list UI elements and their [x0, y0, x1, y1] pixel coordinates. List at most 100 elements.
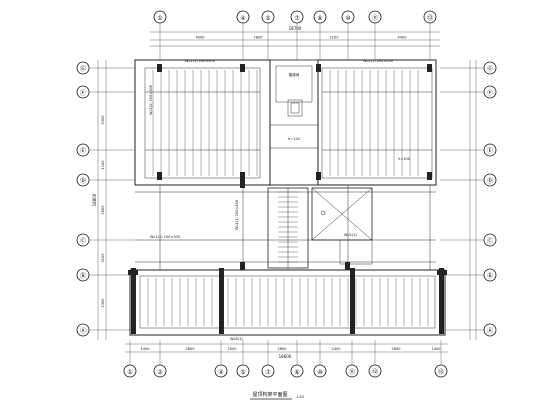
svg-text:④: ④ [240, 15, 245, 22]
axis-bubble-top-11: ⑪ [368, 10, 382, 24]
axis-bubble-bottom-1: ① [123, 364, 137, 378]
svg-text:⑦: ⑦ [294, 15, 300, 22]
svg-text:Ⓓ: Ⓓ [80, 177, 86, 185]
svg-text:1400: 1400 [432, 347, 441, 351]
svg-text:⑪: ⑪ [372, 14, 378, 22]
svg-text:2300: 2300 [101, 299, 105, 308]
svg-text:⑬: ⑬ [427, 14, 433, 22]
svg-text:⑪: ⑪ [349, 368, 355, 376]
axis-bubble-bottom-11: ⑪ [345, 364, 359, 378]
svg-text:Ⓑ: Ⓑ [80, 272, 86, 280]
axis-bubble-bottom-4: ④ [214, 364, 228, 378]
svg-text:2600: 2600 [278, 347, 287, 351]
svg-text:⑩: ⑩ [317, 369, 322, 376]
bottom-segment-dims: 1400 2600 2500 2600 2400 2800 1400 [141, 347, 441, 351]
axis-bubble-left-B: Ⓑ [76, 268, 90, 282]
svg-text:2400: 2400 [332, 347, 341, 351]
axis-bubble-left-E: Ⓔ [76, 143, 90, 157]
axis-bubble-right-D: Ⓓ [483, 173, 497, 187]
axis-bubble-right-C: Ⓒ [483, 233, 497, 247]
axis-bubble-top-10: ⑩ [341, 10, 355, 24]
svg-text:②: ② [157, 369, 163, 376]
svg-text:⑧: ⑧ [317, 15, 322, 22]
left-segment-dims: 5300 1100 2600 3100 2300 [101, 116, 105, 308]
axis-bubble-bottom-12: ⑫ [368, 364, 382, 378]
svg-text:2500: 2500 [228, 347, 237, 351]
beam-label-wl1-top-left: WL1(1) 200×400 [185, 59, 215, 63]
axis-bubble-top-7: ⑦ [290, 10, 304, 24]
overall-left-dimension: 18800 [92, 193, 97, 206]
svg-text:4000: 4000 [196, 36, 205, 40]
svg-text:Ⓐ: Ⓐ [80, 327, 86, 335]
axis-bubble-right-G: Ⓖ [483, 61, 497, 75]
svg-text:Ⓔ: Ⓔ [487, 147, 493, 155]
overall-top-dimension: 18700 [289, 26, 302, 31]
svg-text:4400: 4400 [398, 36, 407, 40]
axis-bubble-top-4: ④ [236, 10, 250, 24]
svg-text:Ⓔ: Ⓔ [80, 147, 86, 155]
svg-text:Ⓐ: Ⓐ [487, 327, 493, 335]
slab-note: h=120 [288, 137, 300, 141]
axis-bubble-left-C: Ⓒ [76, 233, 90, 247]
svg-text:Ⓕ: Ⓕ [487, 89, 493, 97]
axis-bubble-right-B: Ⓑ [483, 268, 497, 282]
beam-label-wl5: WL5(1) [344, 233, 357, 237]
svg-text:⑩: ⑩ [345, 15, 350, 22]
axis-bubble-left-G: Ⓖ [76, 61, 90, 75]
beam-label-wl1-right: WL1(1) 200×400 [363, 59, 393, 63]
bottom-axis-bubbles: ① ② ④ ⑤ ⑦ ⑧ ⑩ ⑪ ⑫ ⑬ [123, 364, 448, 378]
svg-text:1100: 1100 [101, 161, 105, 170]
right-axis-bubbles: Ⓖ Ⓕ Ⓔ Ⓓ Ⓒ Ⓑ Ⓐ [483, 61, 497, 337]
stair-note: 楼梯间 [289, 72, 300, 77]
axis-bubble-bottom-10: ⑩ [313, 364, 327, 378]
svg-text:⑬: ⑬ [438, 368, 444, 376]
beam-label-wl3: WL3(1) 150×300 [150, 235, 180, 239]
top-axis-bubbles: ① ④ ⑤ ⑦ ⑧ ⑩ ⑪ ⑬ [153, 10, 437, 24]
svg-text:⑧: ⑧ [294, 369, 299, 376]
beam-label-wl2: WL2(2) 150×300 [149, 85, 153, 115]
svg-text:2600: 2600 [186, 347, 195, 351]
svg-text:2800: 2800 [392, 347, 401, 351]
axis-bubble-bottom-2: ② [153, 364, 167, 378]
axis-bubble-bottom-5: ⑤ [236, 364, 250, 378]
svg-text:①: ① [127, 369, 132, 376]
axis-bubble-top-1: ① [153, 10, 167, 24]
axis-bubble-bottom-13: ⑬ [434, 364, 448, 378]
axis-bubble-top-8: ⑧ [313, 10, 327, 24]
beam-label-wl6: WL6(1) [230, 337, 243, 341]
upper-right-slab [316, 59, 437, 186]
svg-text:Ⓒ: Ⓒ [487, 237, 493, 245]
axis-bubble-left-A: Ⓐ [76, 323, 90, 337]
svg-text:Ⓖ: Ⓖ [487, 65, 493, 73]
axis-bubble-left-F: Ⓕ [76, 85, 90, 99]
svg-text:①: ① [157, 15, 162, 22]
svg-text:Ⓖ: Ⓖ [80, 65, 86, 73]
svg-text:2100: 2100 [330, 36, 339, 40]
svg-text:⑤: ⑤ [240, 369, 245, 376]
beam-label-wl4: WL4(1) 200×400 [235, 200, 239, 230]
overall-bottom-dimension: 18600 [279, 354, 292, 359]
svg-text:1400: 1400 [141, 347, 150, 351]
svg-text:5300: 5300 [101, 116, 105, 125]
axis-bubble-right-A: Ⓐ [483, 323, 497, 337]
axis-bubble-bottom-7: ⑦ [261, 364, 275, 378]
svg-text:⑦: ⑦ [265, 369, 271, 376]
svg-text:7800: 7800 [254, 36, 263, 40]
drawing-scale: 1:50 [296, 395, 304, 399]
left-axis-bubbles: Ⓖ Ⓕ Ⓔ Ⓓ Ⓒ Ⓑ Ⓐ [76, 61, 90, 337]
axis-bubble-right-F: Ⓕ [483, 85, 497, 99]
stairwell [267, 187, 373, 269]
svg-text:⑫: ⑫ [372, 368, 378, 376]
svg-text:2600: 2600 [101, 206, 105, 215]
top-segment-dims: 4000 7800 2100 4400 [196, 36, 407, 40]
drawing-title-block: 屋顶构架平面图 1:50 [250, 391, 304, 400]
svg-text:3100: 3100 [101, 254, 105, 263]
svg-text:④: ④ [218, 369, 223, 376]
middle-band [135, 180, 436, 270]
svg-text:Ⓕ: Ⓕ [80, 89, 86, 97]
svg-text:⑤: ⑤ [265, 15, 270, 22]
svg-text:Ⓒ: Ⓒ [80, 237, 86, 245]
lower-slab [128, 268, 447, 336]
axis-bubble-bottom-8: ⑧ [290, 364, 304, 378]
